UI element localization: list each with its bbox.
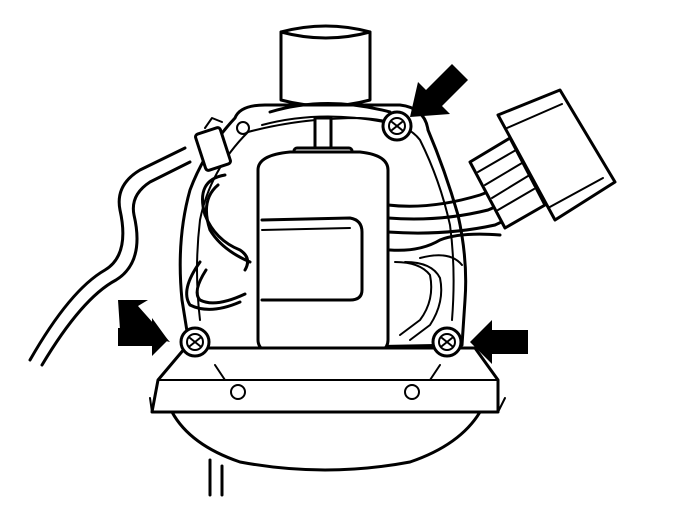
lower-cover: [170, 410, 482, 497]
arrow-right-icon: [470, 320, 528, 364]
mounting-flange: [149, 346, 506, 414]
top-shaft-column: [279, 24, 372, 108]
right-wire-harness: [386, 88, 617, 341]
screw-bottom-left: [179, 326, 211, 358]
screw-bottom-right: [431, 326, 463, 358]
motor-can: [256, 150, 390, 360]
arrow-left-icon: [118, 300, 170, 356]
arrow-top-right-icon: [410, 64, 468, 117]
screw-top-right: [381, 110, 413, 142]
left-wire-harness: [28, 117, 252, 367]
